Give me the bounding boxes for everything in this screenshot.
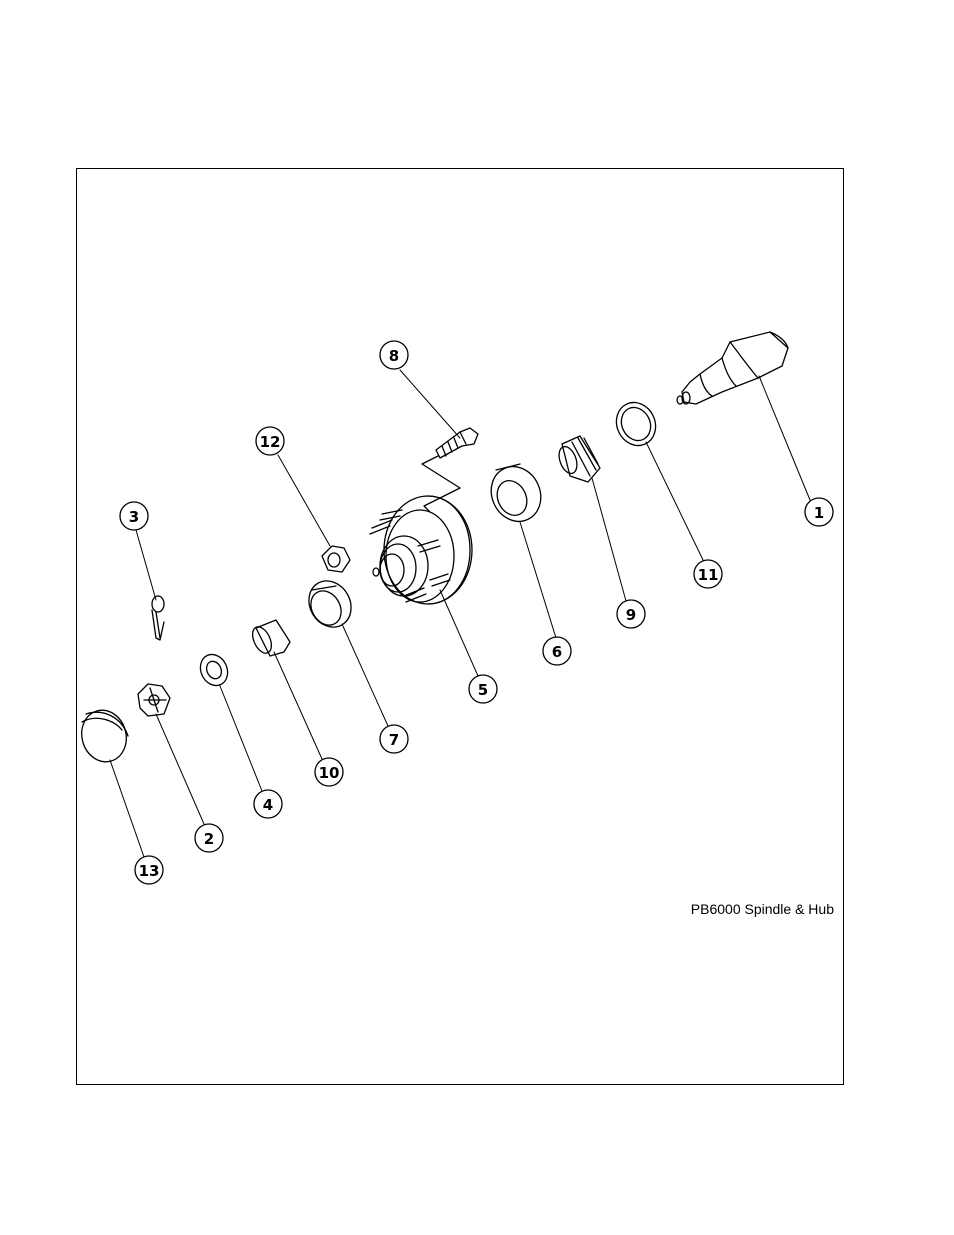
callout-label-12: 12 <box>260 433 281 451</box>
callout-label-7: 7 <box>389 731 399 749</box>
diagram-caption: PB6000 Spindle & Hub <box>640 901 834 917</box>
grease-seal-part <box>482 458 549 529</box>
callout-label-5: 5 <box>478 681 488 699</box>
washer-part <box>195 650 232 690</box>
dust-cap-part <box>76 705 132 767</box>
callout-label-2: 2 <box>204 830 214 848</box>
spindle-part <box>677 332 788 404</box>
outer-bearing-cone-part <box>249 620 290 656</box>
stud-bolt-part <box>436 428 478 458</box>
hub-part <box>370 496 472 604</box>
bearing-cone-part <box>556 436 600 482</box>
callout-label-10: 10 <box>319 764 340 782</box>
callout-label-9: 9 <box>626 606 636 624</box>
callout-label-11: 11 <box>698 566 719 584</box>
callout-label-13: 13 <box>139 862 160 880</box>
bearing-cup-part <box>609 396 662 452</box>
callout-label-8: 8 <box>389 347 399 365</box>
cotter-pin-part <box>152 596 164 640</box>
callout-label-3: 3 <box>129 508 139 526</box>
callout-label-1: 1 <box>814 504 824 522</box>
lug-nut-part <box>322 546 350 572</box>
callout-label-4: 4 <box>263 796 273 814</box>
outer-bearing-cup-part <box>301 573 360 635</box>
castle-nut-part <box>138 684 170 716</box>
break-line <box>422 456 460 512</box>
callout-label-6: 6 <box>552 643 562 661</box>
